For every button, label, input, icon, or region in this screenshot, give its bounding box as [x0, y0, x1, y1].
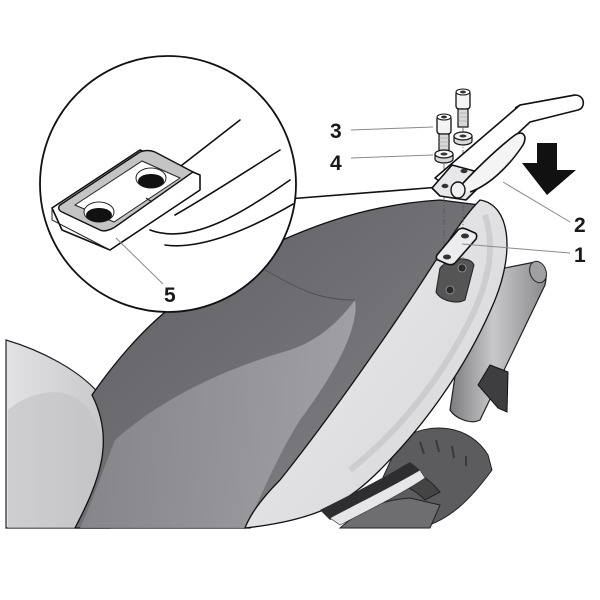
part-1-lower-plate	[435, 227, 478, 266]
part-4-washers	[434, 131, 473, 164]
mudguard-bracket	[477, 364, 509, 413]
mounting-recess	[435, 258, 475, 303]
detail-connector-line	[274, 186, 441, 201]
detail-magnifier	[39, 55, 441, 313]
part-2-rear-rack	[431, 94, 585, 201]
callout-3: 3	[330, 120, 342, 143]
part-3-bolts	[436, 88, 471, 153]
fuel-tank	[5, 339, 116, 529]
callout-4: 4	[330, 152, 342, 175]
washer-left	[434, 149, 454, 164]
bolt-left	[436, 113, 452, 153]
callout-2: 2	[574, 214, 586, 237]
washer-right	[453, 131, 473, 146]
callout-5: 5	[164, 284, 176, 307]
motorcycle-illustration	[5, 199, 547, 529]
callouts: 3 4 2 1 5	[115, 120, 586, 307]
install-direction-arrow-icon	[522, 143, 576, 195]
callout-1: 1	[574, 244, 586, 267]
bolt-right	[455, 88, 471, 128]
